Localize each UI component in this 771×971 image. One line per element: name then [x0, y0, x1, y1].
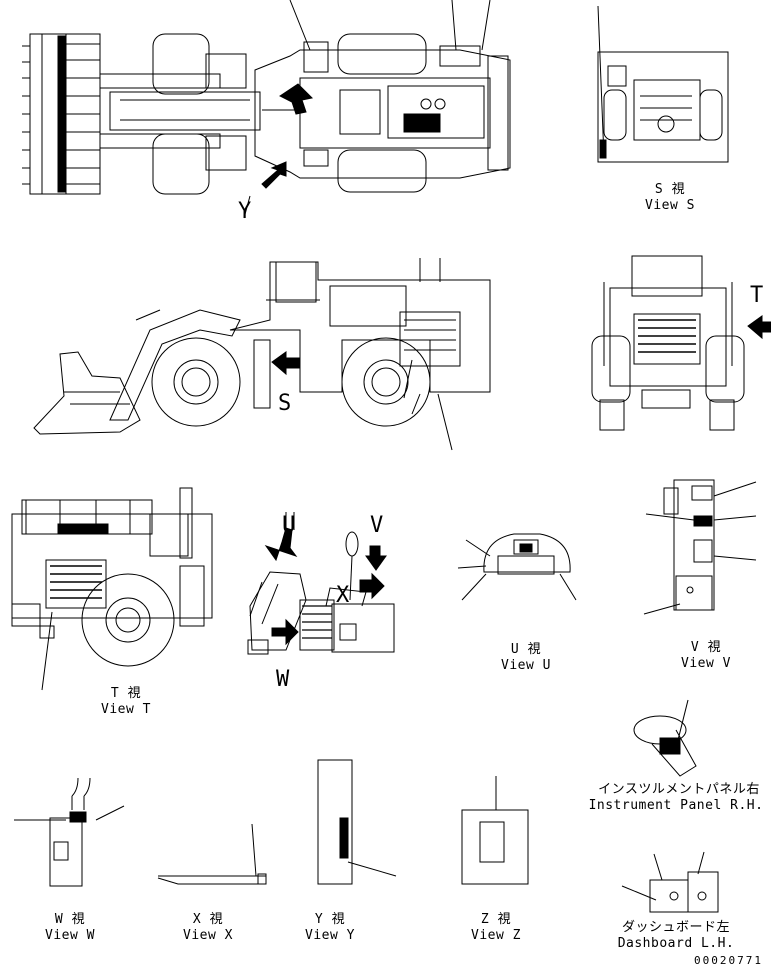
view-w-drawing [14, 777, 125, 887]
caption-view-w-en: View W [45, 928, 95, 943]
caption-view-x-jp: X 視 [192, 912, 224, 927]
view-t-letter: T [750, 283, 763, 308]
caption-dashboard-en: Dashboard L.H. [617, 936, 735, 951]
view-y-letter: Y [238, 199, 251, 224]
view-w-letter: W [276, 667, 290, 692]
view-x-drawing [157, 823, 267, 885]
top-plan-view [22, 0, 605, 219]
view-v-drawing [643, 479, 757, 615]
view-s-drawing [597, 51, 729, 163]
caption-view-s-en: View S [645, 198, 695, 213]
caption-view-v-jp: V 視 [690, 640, 722, 655]
caption-view-y-en: View Y [305, 928, 355, 943]
caption-dashboard-jp: ダッシュボード左 [621, 920, 730, 935]
drawing-code: 00020771 [694, 954, 763, 967]
caption-view-u-en: View U [501, 658, 551, 673]
view-v-letter: V [370, 513, 383, 538]
cab-interior-drawing [247, 512, 395, 655]
view-u-drawing [457, 533, 577, 601]
caption-view-z-jp: Z 視 [480, 912, 512, 927]
caption-view-w-jp: W 視 [54, 912, 86, 927]
dashboard-lh-drawing [621, 851, 719, 913]
view-s-letter: S [278, 391, 291, 416]
caption-panel-jp: インスツルメントパネル右 [598, 782, 760, 797]
caption-view-s-jp: S 視 [654, 182, 686, 197]
caption-view-t-jp: T 視 [110, 686, 142, 701]
caption-view-u-jp: U 視 [510, 642, 542, 657]
caption-view-v-en: View V [681, 656, 731, 671]
view-y-drawing [317, 759, 397, 885]
view-x-letter: X [336, 583, 350, 608]
front-view-drawing [591, 255, 771, 431]
caption-view-y-jp: Y 視 [314, 912, 346, 927]
caption-view-t-en: View T [101, 702, 151, 717]
caption-view-x-en: View X [183, 928, 233, 943]
view-u-letter: U [282, 513, 295, 538]
view-z-drawing [461, 776, 529, 885]
caption-panel-en: Instrument Panel R.H. [588, 798, 764, 813]
view-t-drawing [11, 487, 213, 691]
side-elevation-view [33, 258, 491, 451]
instrument-panel-rh-drawing [633, 699, 697, 777]
caption-view-z-en: View Z [471, 928, 521, 943]
